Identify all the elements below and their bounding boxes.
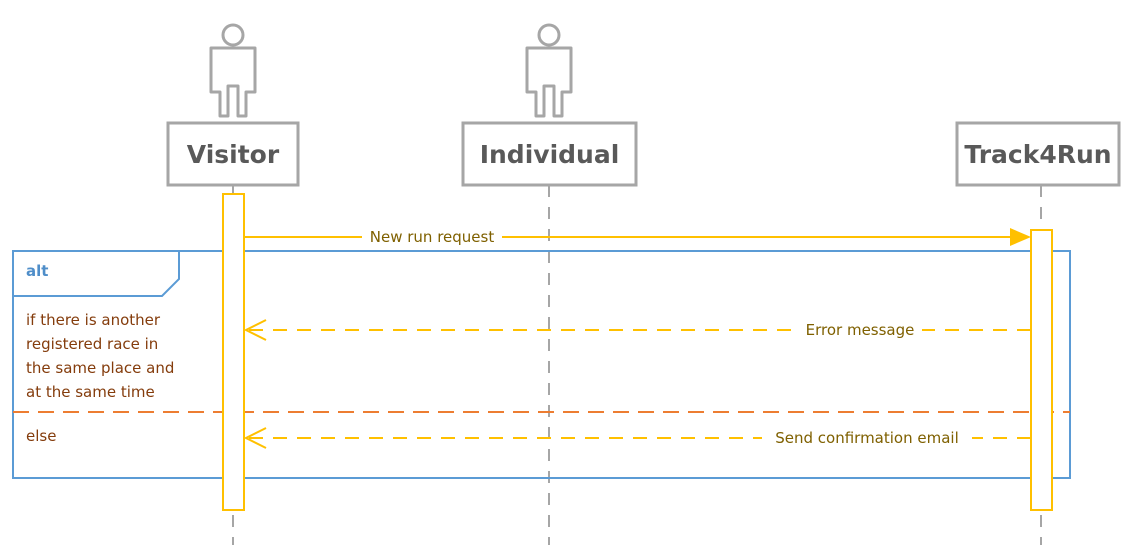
filled-arrowhead-icon <box>1010 228 1031 246</box>
alt-frame-operator-tab <box>13 251 180 297</box>
participant-visitor-label: Visitor <box>187 140 280 169</box>
activation-bar-visitor <box>222 193 245 511</box>
alt-frame-condition-line: at the same time <box>26 383 155 401</box>
participant-visitor: Visitor <box>166 121 300 187</box>
alt-frame-condition-line: the same place and <box>26 359 174 377</box>
message-send-confirmation-email: Send confirmation email <box>243 427 1031 449</box>
participant-visitor-box <box>166 121 300 187</box>
participant-track4run-box <box>955 121 1121 187</box>
message-send-confirmation-email-label: Send confirmation email <box>775 429 959 447</box>
participant-individual: Individual <box>461 121 638 187</box>
visitor-actor-icon <box>209 23 257 118</box>
activation-bar-track4run <box>1030 229 1053 511</box>
alt-frame: alt if there is another registered race … <box>12 250 1071 479</box>
participant-individual-box <box>461 121 638 187</box>
open-arrowhead-icon <box>243 319 267 341</box>
message-error-message-label: Error message <box>806 321 915 339</box>
alt-frame-border <box>12 250 1071 479</box>
alt-frame-condition-line: if there is another <box>26 311 161 329</box>
message-label-background <box>362 228 502 246</box>
individual-actor-icon <box>525 23 573 118</box>
message-error-message: Error message <box>243 319 1031 341</box>
alt-frame-operator: alt <box>26 262 48 280</box>
alt-frame-condition: if there is another registered race in t… <box>26 311 179 401</box>
message-label-background <box>798 321 922 339</box>
participant-individual-label: Individual <box>480 140 620 169</box>
message-label-background <box>762 429 972 447</box>
message-new-run-request: New run request <box>244 228 1031 246</box>
message-new-run-request-label: New run request <box>370 228 495 246</box>
alt-frame-condition-line: registered race in <box>26 335 158 353</box>
open-arrowhead-icon <box>243 427 267 449</box>
participant-track4run: Track4Run <box>955 121 1121 187</box>
participant-track4run-label: Track4Run <box>964 140 1111 169</box>
alt-frame-else-label: else <box>26 427 56 445</box>
